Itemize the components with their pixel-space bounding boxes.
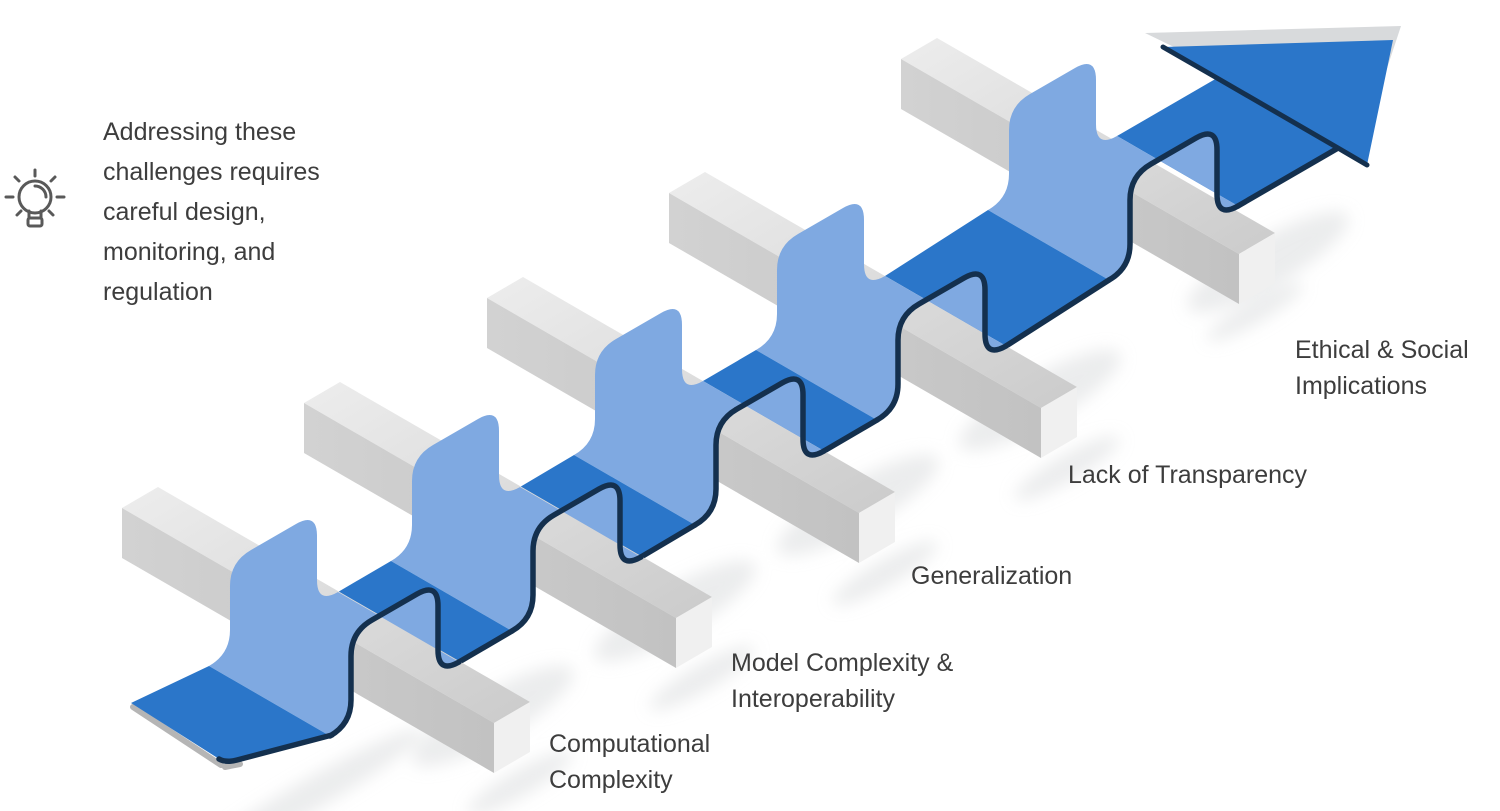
arrow-head-back-edge xyxy=(1160,44,1370,168)
hurdle-1-group xyxy=(122,487,530,773)
hurdle-3-bar-end xyxy=(859,492,895,563)
hurdle-2-group xyxy=(304,382,712,668)
shadow-bar-4 xyxy=(1014,435,1120,501)
shadow-bar-3 xyxy=(832,540,938,606)
ribbon-start-thickness xyxy=(130,704,243,770)
hurdle-1-bar-end xyxy=(494,702,530,773)
flat-segment-5-edge xyxy=(1003,277,1112,349)
ray-se xyxy=(47,209,55,217)
hurdle-label-model-complexity: Model Complexity & Interoperability xyxy=(731,649,954,713)
hump-2 xyxy=(391,415,641,631)
hurdle-5-group xyxy=(885,38,1275,349)
shadow-bar-1 xyxy=(467,750,573,811)
ray-sw xyxy=(15,209,23,217)
hurdle-4-bar-end xyxy=(1041,387,1077,458)
hurdle-label-ethical-social: Ethical & Social Implications xyxy=(1295,336,1469,400)
bulb-inner-arc xyxy=(33,184,48,199)
hurdle-5-bar-end xyxy=(1239,233,1275,304)
ray-ne xyxy=(49,175,57,183)
hurdle-label-generalization: Generalization xyxy=(911,562,1073,590)
ribbon-start-edge xyxy=(216,732,335,765)
shadow-start xyxy=(197,728,423,811)
shadow-bar-2 xyxy=(649,645,755,711)
hump-5-edge xyxy=(1106,131,1241,283)
flat-segment-5 xyxy=(885,210,1109,346)
lightbulb-icon xyxy=(4,168,66,228)
arrow-head xyxy=(1163,40,1393,165)
ribbon-start-group xyxy=(130,666,335,770)
shadow-bar-5 xyxy=(1207,282,1303,342)
bulb-glass xyxy=(17,179,53,215)
bulb-base xyxy=(26,216,44,228)
hurdle-label-computational-complexity: Computational Complexity xyxy=(549,730,711,794)
flat-segment-4-edge xyxy=(821,417,880,454)
hump-4 xyxy=(756,204,1006,420)
flat-segment-2-edge xyxy=(456,628,515,665)
hurdle-2-bar-end xyxy=(676,597,712,668)
hurdle-4-group xyxy=(669,172,1077,458)
hump-3-edge xyxy=(692,376,827,528)
hurdle-3-group xyxy=(487,277,895,563)
hump-3 xyxy=(574,309,824,525)
hurdle-label-lack-of-transparency: Lack of Transparency xyxy=(1068,461,1308,489)
hump-1 xyxy=(209,520,459,736)
hump-5 xyxy=(988,64,1238,280)
ribbon-start-flat xyxy=(131,666,330,761)
hump-1-edge xyxy=(327,587,462,739)
note-text: Addressing these challenges requires car… xyxy=(103,118,320,306)
hump-4-edge xyxy=(874,271,1009,423)
hump-2-edge xyxy=(509,482,644,634)
ray-nw xyxy=(13,175,21,183)
flat-segment-3-edge xyxy=(638,522,698,560)
